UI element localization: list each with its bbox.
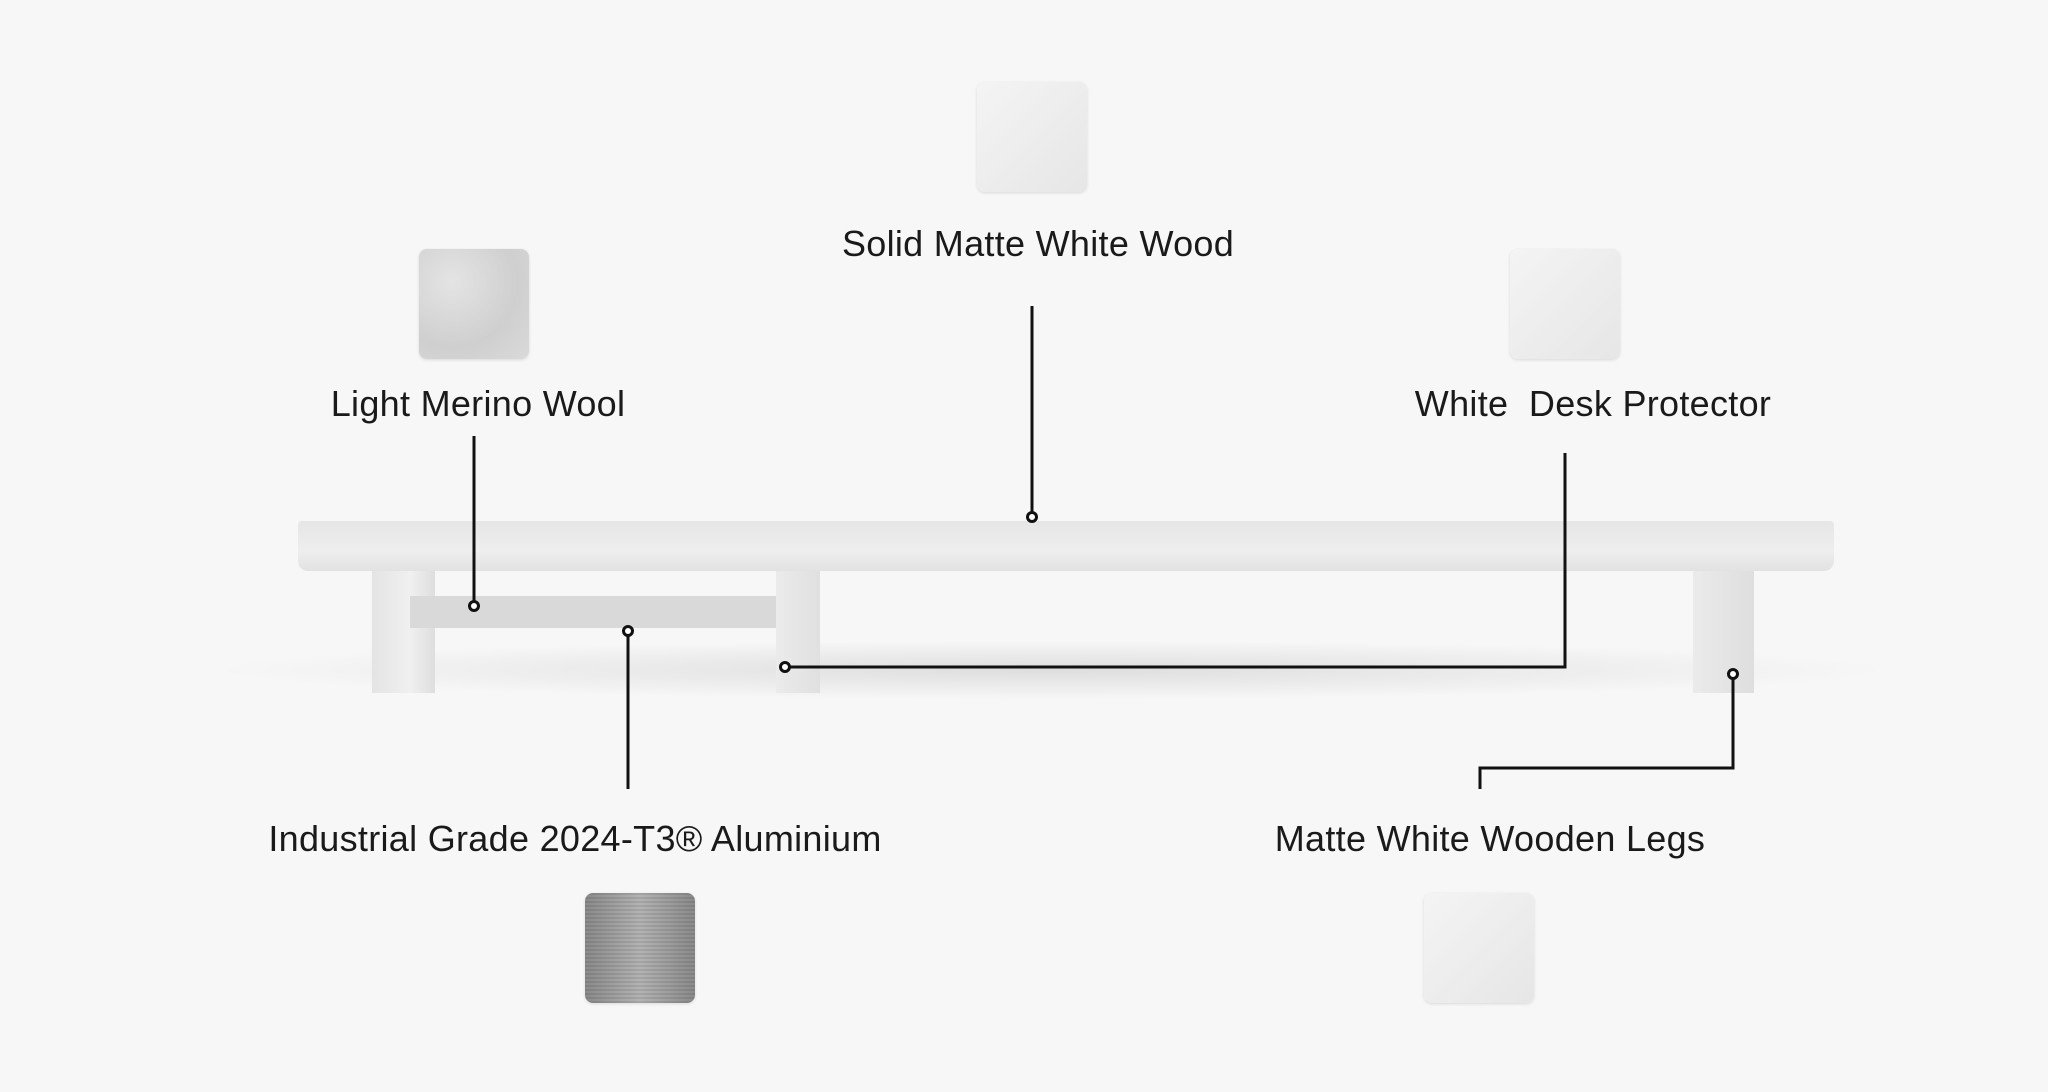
leg-left-outer [372, 571, 435, 693]
callout-dot-top [1026, 511, 1038, 523]
callout-line-protector [789, 453, 1567, 669]
label-solid-matte-white-wood: Solid Matte White Wood [841, 223, 1235, 264]
callout-dot-legs [1727, 668, 1739, 680]
callout-dot-aluminium [622, 625, 634, 637]
swatch-desk-protector [1510, 249, 1620, 359]
callout-dot-protector [779, 661, 791, 673]
swatch-merino-wool [419, 249, 529, 359]
shadow [200, 640, 1900, 700]
callout-line-legs [1478, 678, 1735, 789]
leg-right [1693, 571, 1754, 693]
swatch-aluminium [585, 893, 695, 1003]
label-white-desk-protector: White Desk Protector [1414, 383, 1772, 424]
callout-dot-wool [468, 600, 480, 612]
shelf-top [298, 521, 1834, 571]
swatch-wooden-legs [1424, 893, 1534, 1003]
label-wooden-legs: Matte White Wooden Legs [1274, 818, 1706, 859]
label-light-merino-wool: Light Merino Wool [330, 383, 626, 424]
swatch-matte-white-wood [977, 82, 1087, 192]
label-aluminium: Industrial Grade 2024-T3® Aluminium [268, 818, 882, 859]
